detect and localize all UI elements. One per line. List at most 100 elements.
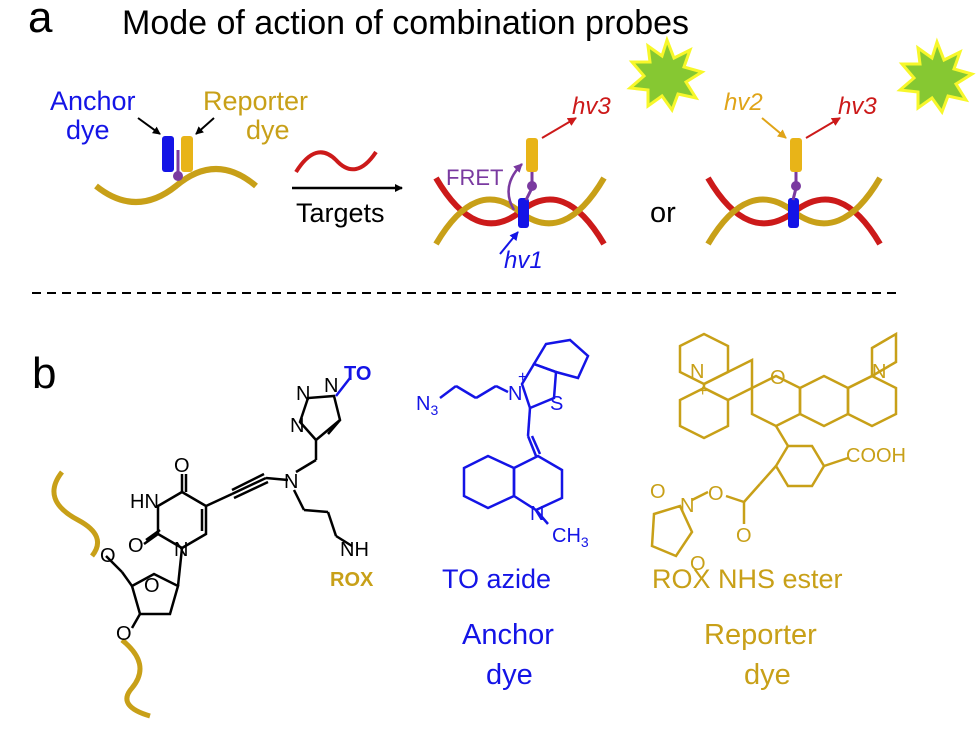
bond bbox=[475, 384, 497, 400]
hv2-arrow bbox=[761, 117, 787, 139]
bond bbox=[823, 456, 849, 468]
anchor-label-line2: dye bbox=[66, 115, 110, 145]
quinoline-ring-a bbox=[512, 454, 564, 512]
rox-ester-name: ROX NHS ester bbox=[652, 564, 843, 594]
bond bbox=[335, 534, 353, 548]
emission-burst-2 bbox=[896, 37, 976, 116]
rox-ester-role-line2: dye bbox=[744, 659, 791, 691]
bond bbox=[143, 532, 159, 546]
o-label: O bbox=[690, 553, 706, 575]
bond bbox=[326, 511, 338, 537]
bond bbox=[292, 489, 306, 511]
bond bbox=[231, 472, 265, 492]
bond bbox=[335, 377, 351, 397]
bond bbox=[774, 425, 790, 447]
panel-b-letter: b bbox=[32, 349, 56, 398]
anchor-dye-intercalated bbox=[788, 198, 799, 228]
probe-strand bbox=[94, 166, 258, 205]
n-label: N bbox=[680, 495, 694, 517]
hv2-label: hv2 bbox=[724, 89, 763, 116]
linker-node bbox=[173, 171, 183, 181]
o-label: O bbox=[128, 535, 144, 557]
bond bbox=[743, 483, 761, 503]
fret-label: FRET bbox=[446, 165, 503, 190]
bond bbox=[130, 613, 142, 629]
bond bbox=[725, 494, 745, 504]
n-label: N bbox=[290, 415, 304, 437]
panel-a-title: Mode of action of combination probes bbox=[122, 4, 689, 42]
o-label: O bbox=[770, 367, 786, 389]
rox-ring bbox=[678, 386, 730, 440]
bond bbox=[231, 476, 267, 496]
to-label: TO bbox=[344, 363, 371, 385]
ribose-ring bbox=[130, 572, 180, 616]
bond bbox=[327, 419, 341, 435]
o-label: O bbox=[708, 483, 724, 505]
n-label: N bbox=[284, 471, 298, 493]
bond bbox=[145, 528, 161, 542]
cooh-label: COOH bbox=[846, 445, 906, 467]
rox-structure bbox=[650, 331, 898, 558]
bond bbox=[495, 384, 509, 394]
bond bbox=[233, 480, 269, 500]
duplex-direct: hv2 hv3 bbox=[705, 37, 976, 246]
reporter-dye-block bbox=[181, 136, 193, 172]
reporter-pointer-arrow bbox=[195, 117, 215, 135]
o-label: O bbox=[650, 481, 666, 503]
plus-label: + bbox=[698, 383, 707, 400]
hn-label: HN bbox=[130, 491, 159, 513]
hv3-label-2: hv3 bbox=[838, 93, 877, 120]
o-label: O bbox=[736, 525, 752, 547]
reaction-arrow: Targets bbox=[292, 150, 403, 228]
hv3-arrow-2 bbox=[805, 117, 841, 139]
o-label: O bbox=[174, 455, 190, 477]
rox-benzoate-ring bbox=[774, 444, 826, 488]
s-label: S bbox=[550, 393, 563, 415]
succinimide-ring bbox=[650, 504, 694, 558]
panel-b: b bbox=[32, 331, 906, 719]
targets-label: Targets bbox=[296, 198, 385, 228]
probe-unbound: Anchor dye Reporter dye bbox=[50, 86, 308, 205]
bond bbox=[105, 555, 123, 573]
quinoline-ring-b bbox=[462, 454, 516, 510]
anchor-pointer-arrow bbox=[137, 117, 161, 135]
bond bbox=[691, 490, 709, 502]
hv1-label: hv1 bbox=[504, 247, 543, 274]
n-label: N bbox=[174, 539, 188, 561]
n-label: N bbox=[690, 361, 704, 383]
modified-nucleotide-labels: O O O O O HN N N N N N NH TO ROX bbox=[100, 363, 374, 645]
to-azide-role-line1: Anchor bbox=[462, 619, 554, 651]
hv3-arrow-1 bbox=[541, 117, 577, 139]
to-azide-labels: N3 N + S N CH3 bbox=[416, 369, 589, 550]
n-label: N bbox=[872, 361, 886, 383]
anchor-dye-block bbox=[162, 136, 174, 172]
target-strand-icon bbox=[294, 150, 378, 174]
reporter-dye-block bbox=[790, 138, 802, 172]
n-label: N bbox=[324, 375, 338, 397]
bond bbox=[176, 547, 184, 587]
backbone-strand-bottom bbox=[120, 638, 151, 719]
or-label: or bbox=[650, 197, 676, 229]
rox-label: ROX bbox=[330, 569, 374, 591]
panel-a-letter: a bbox=[28, 0, 53, 42]
rox-ring bbox=[798, 374, 850, 428]
duplex-fret: FRET hv1 hv3 bbox=[433, 35, 706, 274]
hv3-label-1: hv3 bbox=[572, 93, 611, 120]
o-label: O bbox=[116, 623, 132, 645]
reporter-label-line2: dye bbox=[246, 115, 290, 145]
to-azide-structure bbox=[439, 338, 590, 525]
fret-arrow bbox=[507, 163, 523, 211]
bond bbox=[205, 492, 233, 508]
rox-ester-role-line1: Reporter bbox=[704, 619, 817, 651]
bond bbox=[526, 435, 538, 457]
n-label: N bbox=[508, 383, 522, 405]
reporter-label-line1: Reporter bbox=[203, 86, 308, 116]
backbone-strand-top bbox=[51, 470, 101, 558]
rox-labels: N + O N COOH O O O O N bbox=[650, 361, 906, 575]
o-label: O bbox=[144, 575, 160, 597]
o-label: O bbox=[100, 545, 116, 567]
bond bbox=[530, 435, 542, 455]
bond bbox=[295, 458, 317, 474]
bond bbox=[526, 407, 532, 437]
